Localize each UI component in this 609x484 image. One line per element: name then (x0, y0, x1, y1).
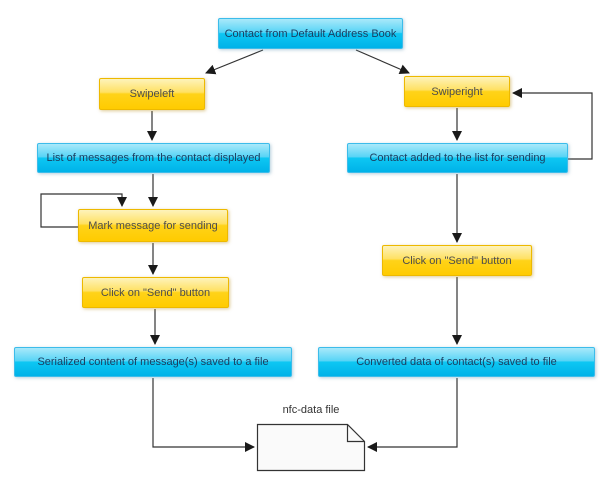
edge-serialized-to-file (152, 378, 256, 453)
node-label: Serialized content of message(s) saved t… (37, 356, 269, 368)
node-label: Swipeleft (129, 88, 175, 100)
node-label: Click on "Send" button (100, 286, 211, 299)
edge-contact-added-loopback (511, 87, 593, 160)
node-contact-added: Contact added to the list for sending (347, 143, 568, 173)
node-label: Converted data of contact(s) saved to fi… (356, 356, 557, 368)
edge-mark-self-loop (40, 193, 128, 228)
node-label: Swiperight (431, 85, 483, 98)
edge-contact-to-swipeleft (205, 49, 264, 75)
node-click-send-right: Click on "Send" button (382, 245, 532, 276)
node-label: Mark message for sending (88, 219, 218, 232)
document-shape (256, 423, 366, 472)
node-converted-data: Converted data of contact(s) saved to fi… (318, 347, 595, 377)
node-label: List of messages from the contact displa… (46, 152, 261, 164)
node-label: Contact added to the list for sending (369, 152, 546, 164)
node-label: Click on "Send" button (402, 254, 512, 267)
node-mark-message: Mark message for sending (78, 209, 228, 242)
node-swiperight: Swiperight (404, 76, 510, 107)
node-click-send-left: Click on "Send" button (82, 277, 229, 308)
node-list-of-messages: List of messages from the contact displa… (37, 143, 270, 173)
node-label: Contact from Default Address Book (224, 27, 397, 40)
edge-contact-to-swiperight (355, 49, 410, 75)
document-label-nfc-data-file: nfc-data file (282, 404, 340, 416)
node-swipeleft: Swipeleft (99, 78, 205, 110)
node-serialized-content: Serialized content of message(s) saved t… (14, 347, 292, 377)
edge-converted-to-file (366, 378, 458, 453)
node-contact-from-address-book: Contact from Default Address Book (218, 18, 403, 49)
